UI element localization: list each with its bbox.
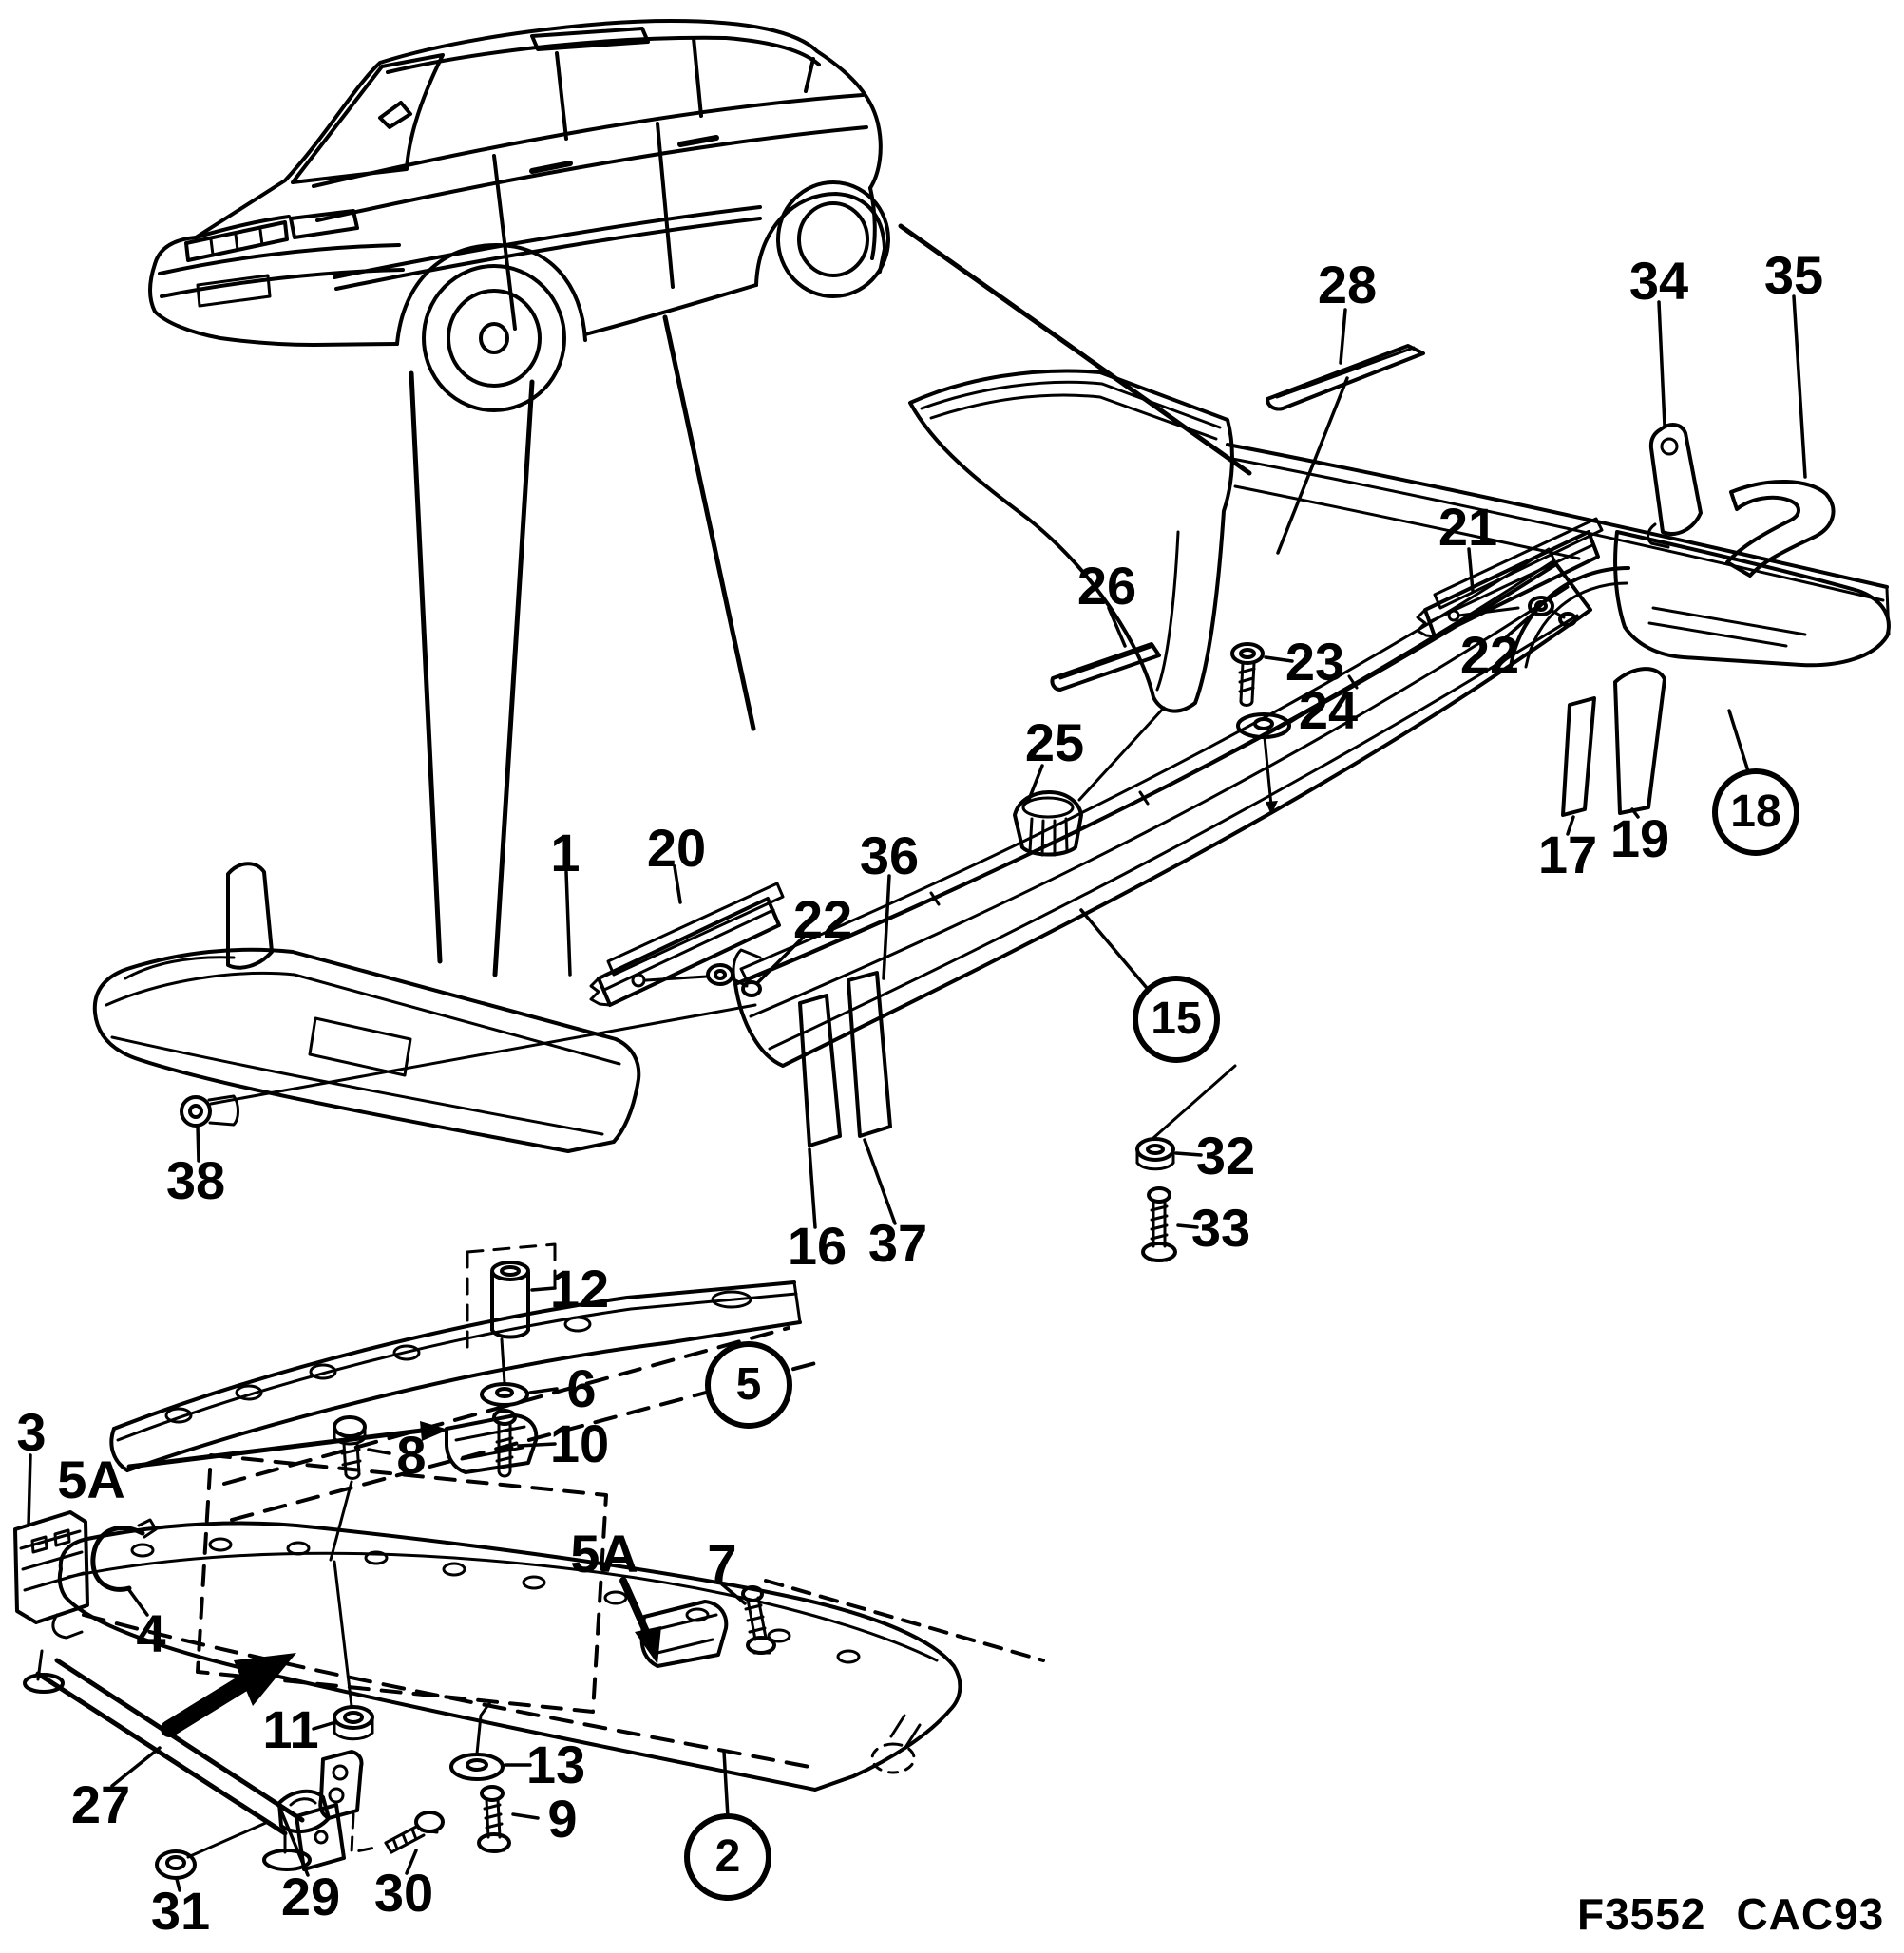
nut-11 [333, 1560, 374, 1741]
callout-4: 4 [136, 1603, 166, 1663]
front-spoiler [92, 862, 757, 1153]
figure-code: F3552 CAC93 [1577, 1888, 1884, 1940]
callout-18-circled: 18 [1712, 768, 1799, 856]
callout-31: 31 [150, 1881, 211, 1941]
callout-8: 8 [396, 1425, 427, 1485]
projection-lines [409, 223, 1252, 977]
callout-28: 28 [1317, 255, 1378, 314]
callout-2-circled: 2 [684, 1813, 771, 1901]
reinforcement-beam [109, 1242, 821, 1522]
callout-10: 10 [549, 1413, 610, 1473]
bolt-30 [384, 1811, 445, 1854]
spacer-12 [490, 1261, 530, 1339]
deflector-wedges [798, 971, 892, 1147]
callout-27: 27 [70, 1774, 131, 1834]
callout-20: 20 [646, 818, 707, 878]
rear-bumper-skirt [1226, 443, 1891, 669]
front-rail-20 [589, 882, 785, 1007]
callout-5A-upper: 5A [57, 1450, 125, 1509]
license-bracket-3 [13, 1510, 89, 1640]
callout-30: 30 [373, 1863, 434, 1923]
trim-strip-26 [1050, 642, 1161, 692]
plug-38 [180, 1095, 212, 1128]
callout-7: 7 [707, 1533, 737, 1593]
car-illustration [148, 19, 890, 412]
callout-21: 21 [1438, 497, 1498, 557]
screw-22-front [706, 963, 734, 986]
screw-9 [477, 1785, 511, 1853]
washer-13 [449, 1700, 505, 1781]
washer-6 [480, 1337, 529, 1407]
clip-5A-lower [619, 1577, 729, 1668]
arrow-5A-upper [420, 1421, 448, 1441]
callout-9: 9 [547, 1789, 578, 1849]
bracket-34 [1647, 423, 1703, 549]
callout-35: 35 [1763, 245, 1824, 305]
plate-29 [318, 1750, 382, 1854]
clip-5A-upper [126, 1413, 539, 1474]
screw-23 [1230, 642, 1265, 707]
sill-panel-15 [732, 547, 1592, 1068]
screw-33 [1141, 1186, 1177, 1262]
callout-13: 13 [525, 1735, 586, 1794]
callout-19: 19 [1609, 808, 1670, 868]
hook-4 [90, 1518, 158, 1592]
callout-5-circled: 5 [705, 1341, 792, 1429]
callout-36: 36 [859, 825, 920, 885]
direction-arrow [161, 1653, 296, 1737]
callout-32: 32 [1195, 1126, 1256, 1185]
nut-32 [1135, 1064, 1237, 1171]
callout-16: 16 [787, 1216, 847, 1276]
trim-strip-28 [1266, 344, 1425, 411]
figure-code-number: F3552 [1577, 1889, 1706, 1939]
callout-38: 38 [165, 1150, 226, 1210]
callout-12: 12 [549, 1259, 610, 1318]
callout-33: 33 [1190, 1198, 1251, 1258]
callout-22-front: 22 [792, 889, 853, 949]
nut-31 [155, 1849, 197, 1880]
screw-22-rear [1528, 596, 1554, 616]
arrow-5A-lower [635, 1626, 661, 1664]
callout-24: 24 [1298, 680, 1359, 740]
callout-1: 1 [550, 823, 581, 882]
bracket-35 [1725, 479, 1836, 578]
rear-rail-21 [1416, 517, 1604, 638]
callout-34: 34 [1628, 251, 1689, 311]
callout-3: 3 [16, 1402, 47, 1462]
callout-37: 37 [867, 1213, 928, 1273]
callout-15-circled: 15 [1133, 976, 1220, 1063]
callout-17: 17 [1537, 825, 1598, 884]
rear-valance-corner [908, 369, 1234, 713]
bolt-8 [329, 1415, 367, 1562]
bumper-cover-2 [57, 1453, 962, 1792]
callout-5A-lower: 5A [570, 1524, 638, 1583]
callout-22-rear: 22 [1459, 625, 1520, 685]
callout-26: 26 [1076, 556, 1137, 616]
leader-lines [27, 294, 1807, 1892]
screw-10 [492, 1409, 517, 1478]
screw-7 [741, 1579, 1045, 1662]
callout-23: 23 [1285, 632, 1345, 692]
callout-6: 6 [566, 1358, 597, 1418]
callout-29: 29 [280, 1867, 341, 1926]
callout-11: 11 [262, 1699, 319, 1759]
tow-bar-27 [23, 1649, 346, 1871]
washer-24 [1236, 712, 1291, 815]
deflectors-17-19 [1561, 667, 1666, 817]
callout-25: 25 [1024, 712, 1085, 772]
figure-code-suffix: CAC93 [1736, 1889, 1885, 1939]
